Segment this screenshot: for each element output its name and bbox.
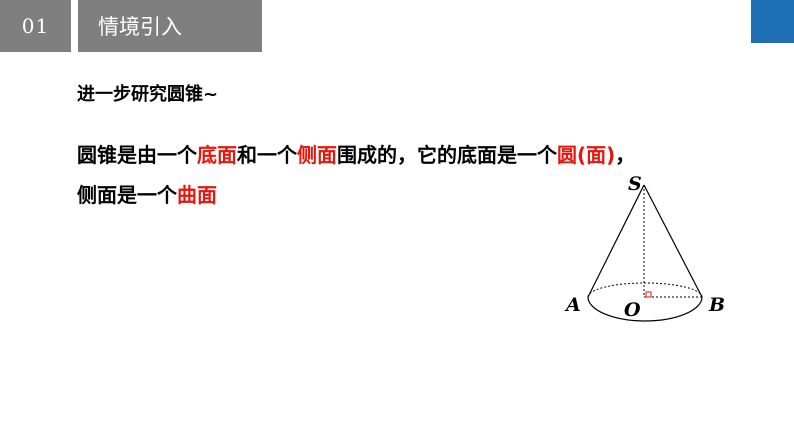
cone-base-front-arc [587, 296, 703, 322]
cone-edge-left [587, 184, 645, 298]
label-apex: S [628, 173, 642, 195]
right-angle-marker [645, 291, 652, 298]
intro-line: 进一步研究圆锥~ [77, 84, 219, 105]
section-title-bar: 情境引入 [78, 0, 262, 52]
text-segment: ， [615, 143, 636, 167]
label-right: B [708, 294, 725, 316]
cone-edge-right [643, 184, 703, 298]
cone-diagram: S A O B [564, 173, 725, 322]
section-number: 01 [0, 0, 71, 52]
highlight-circle: 圆(面) [557, 143, 616, 167]
highlight-base: 底面 [197, 143, 237, 167]
highlight-curved-surface: 曲面 [177, 183, 217, 207]
label-left: A [564, 294, 581, 316]
text-segment: 侧面是一个 [77, 183, 177, 207]
text-segment: 圆锥是由一个 [77, 143, 197, 167]
cone-base-back-arc [587, 282, 703, 298]
section-title: 情境引入 [98, 15, 182, 39]
highlight-lateral-face: 侧面 [297, 143, 337, 167]
definition-line-1: 圆锥是由一个底面和一个侧面围成的，它的底面是一个圆(面)， [77, 139, 635, 168]
text-segment: 和一个 [237, 143, 297, 167]
corner-decoration [751, 0, 794, 43]
label-center: O [624, 299, 641, 321]
text-segment: 围成的，它的底面是一个 [337, 143, 557, 167]
definition-line-2: 侧面是一个曲面 [77, 179, 217, 208]
